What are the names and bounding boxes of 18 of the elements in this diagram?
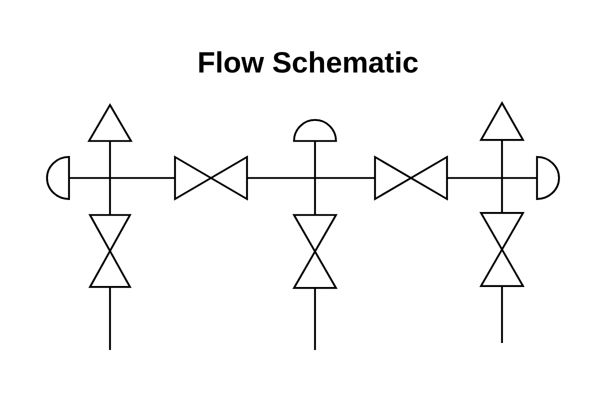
pipe-line <box>447 177 537 179</box>
dome-symbol <box>536 156 560 200</box>
valve-symbol <box>88 214 132 288</box>
pipe-line <box>501 286 503 343</box>
dome-symbol <box>293 119 337 142</box>
valve-symbol <box>174 155 248 201</box>
title: Flow Schematic <box>199 51 418 73</box>
pipe-line <box>109 287 111 350</box>
pipe-line <box>314 141 316 215</box>
pipe-line <box>314 288 316 350</box>
pipe-line <box>69 177 175 179</box>
pipe-line <box>109 141 111 215</box>
valve-symbol <box>374 155 448 201</box>
pipe-line <box>501 140 503 213</box>
valve-symbol <box>292 214 338 289</box>
dome-symbol <box>46 156 70 200</box>
valve-symbol <box>479 212 525 287</box>
pipe-line <box>247 177 375 179</box>
